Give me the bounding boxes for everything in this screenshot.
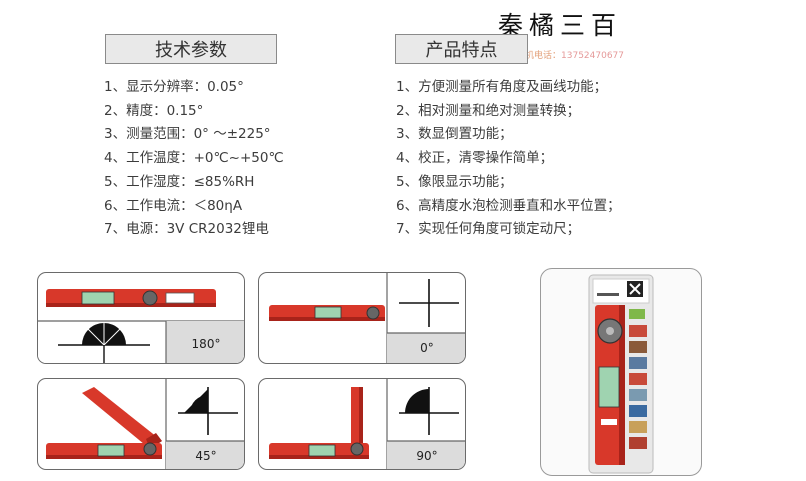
lcd-screen <box>308 444 336 457</box>
card-90-illustration <box>269 379 465 469</box>
angle-card-90: 90° <box>258 378 466 470</box>
features-heading: 产品特点 <box>395 34 528 64</box>
tech-spec-item: 2、精度：0.15° <box>104 102 204 119</box>
pivot-knob <box>143 442 157 456</box>
product-package-photo <box>540 268 702 476</box>
feature-item: 5、像限显示功能； <box>396 173 513 190</box>
angle-label-panel <box>166 441 244 469</box>
ruler-arm-shadow <box>46 303 216 307</box>
lcd-screen <box>314 306 342 319</box>
lcd-screen <box>81 291 115 305</box>
ruler-arm-shadow <box>269 455 369 459</box>
tech-spec-item: 4、工作温度：+0℃~+50℃ <box>104 150 284 167</box>
tech-spec-item: 7、电源：3V CR2032锂电 <box>104 221 269 238</box>
card-180-illustration <box>38 289 244 363</box>
feature-item: 1、方便测量所有角度及画线功能； <box>396 79 608 95</box>
feature-item: 6、高精度水泡检测垂直和水平位置； <box>396 197 621 214</box>
brand-phone-number: 13752470677 <box>561 51 625 61</box>
angle-card-0: 0° <box>258 272 466 364</box>
tech-spec-item: 5、工作湿度：≤85%RH <box>104 173 255 190</box>
angle-diagram-180 <box>58 323 150 363</box>
ruler-window <box>165 292 195 304</box>
lcd-screen <box>97 444 125 457</box>
angle-label: 45° <box>195 449 217 463</box>
angle-label-panel <box>387 333 465 363</box>
card-0-illustration <box>269 273 465 363</box>
tech-specs-list: 1、显示分辨率：0.05° 2、精度：0.15° 3、测量范围：0° ～±225… <box>104 76 284 242</box>
ruler-arm-shadow <box>46 455 162 459</box>
pivot-knob <box>366 306 380 320</box>
angle-label-panel <box>166 321 244 363</box>
card-45-illustration <box>46 379 244 469</box>
angle-label: 180° <box>191 337 221 351</box>
feature-item: 7、实现任何角度可锁定动尺； <box>396 221 581 238</box>
pivot-knob <box>142 290 158 306</box>
lcd-screen <box>598 366 620 408</box>
package-illustration <box>588 274 654 474</box>
tech-specs-heading-text: 技术参数 <box>155 40 227 61</box>
ruler-arm-angled <box>82 387 162 449</box>
tech-spec-item: 1、显示分辨率：0.05° <box>104 79 244 95</box>
brand-phone-label: 手机电话： <box>516 51 562 61</box>
tech-spec-item: 3、测量范围：0° ～±225° <box>104 126 271 143</box>
angle-label-panel <box>387 441 465 469</box>
angle-diagram-45 <box>178 387 238 435</box>
feature-item: 4、校正，清零操作简单； <box>396 150 554 167</box>
angle-label: 0° <box>420 341 434 355</box>
tech-spec-item: 6、工作电流：＜80ηA <box>104 197 243 214</box>
brand-phone: 手机电话：13752470677 <box>516 48 624 61</box>
features-list: 1、方便测量所有角度及画线功能； 2、相对测量和绝对测量转换； 3、数显倒置功能… <box>396 76 621 242</box>
angle-diagram-0 <box>399 279 459 327</box>
angle-diagram-90 <box>399 387 459 435</box>
angle-label: 90° <box>416 449 438 463</box>
features-heading-text: 产品特点 <box>425 40 498 61</box>
ruler-arm-shadow <box>269 317 385 321</box>
feature-item: 2、相对测量和绝对测量转换； <box>396 102 581 119</box>
angle-card-45: 45° <box>37 378 245 470</box>
feature-item: 3、数显倒置功能； <box>396 126 513 143</box>
tech-specs-heading: 技术参数 <box>105 34 277 64</box>
pivot-knob <box>350 442 364 456</box>
angle-card-180: 180° <box>37 272 245 364</box>
